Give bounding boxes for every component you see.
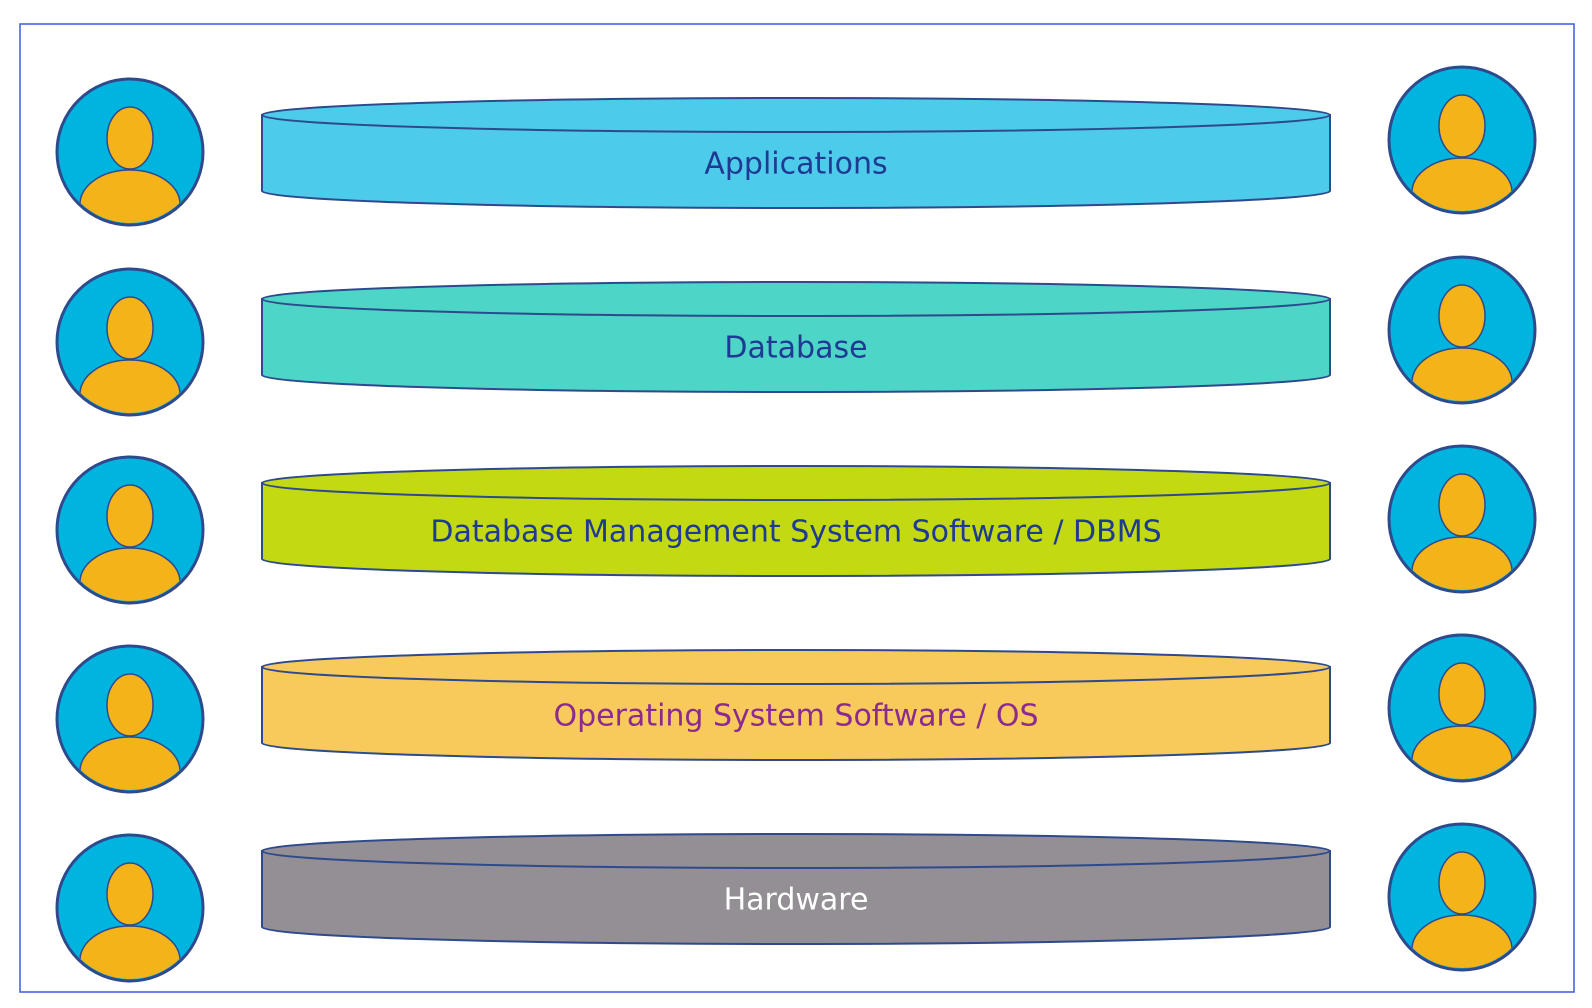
layer-label: Applications xyxy=(704,147,887,182)
layer-database-management-system-software-dbms: Database Management System Software / DB… xyxy=(261,465,1331,577)
user-icon xyxy=(55,833,205,983)
layer-cylinder-top xyxy=(261,833,1331,869)
users-column-right xyxy=(1387,65,1537,972)
user-head xyxy=(1438,94,1486,158)
layer-cylinder-top xyxy=(261,649,1331,685)
user-head xyxy=(106,862,154,926)
layer-label: Hardware xyxy=(724,883,869,918)
layer-cylinder-top xyxy=(261,97,1331,133)
user-head xyxy=(106,484,154,548)
layer-label: Database Management System Software / DB… xyxy=(430,515,1161,550)
layer-cylinder-top xyxy=(261,281,1331,317)
user-head xyxy=(106,673,154,737)
user-head xyxy=(106,106,154,170)
layer-cylinder-top xyxy=(261,465,1331,501)
layer-database: Database xyxy=(261,281,1331,393)
user-head xyxy=(1438,662,1486,726)
layer-cylinder-body xyxy=(261,482,1331,577)
layer-cylinder-body xyxy=(261,850,1331,945)
layer-label: Operating System Software / OS xyxy=(553,699,1038,734)
user-icon xyxy=(55,455,205,605)
user-head xyxy=(1438,473,1486,537)
user-icon xyxy=(1387,255,1537,405)
user-icon xyxy=(55,644,205,794)
layer-label: Database xyxy=(724,331,867,366)
layer-operating-system-software-os: Operating System Software / OS xyxy=(261,649,1331,761)
layer-applications: Applications xyxy=(261,97,1331,209)
user-icon xyxy=(1387,633,1537,783)
user-icon xyxy=(55,267,205,417)
user-icon xyxy=(1387,65,1537,215)
layer-cylinder-body xyxy=(261,114,1331,209)
user-icon xyxy=(1387,822,1537,972)
users-column-left xyxy=(55,77,205,983)
user-head xyxy=(1438,851,1486,915)
user-icon xyxy=(1387,444,1537,594)
layer-cylinder-body xyxy=(261,666,1331,761)
user-head xyxy=(106,296,154,360)
layer-cylinder-body xyxy=(261,298,1331,393)
user-icon xyxy=(55,77,205,227)
user-head xyxy=(1438,284,1486,348)
layer-hardware: Hardware xyxy=(261,833,1331,945)
